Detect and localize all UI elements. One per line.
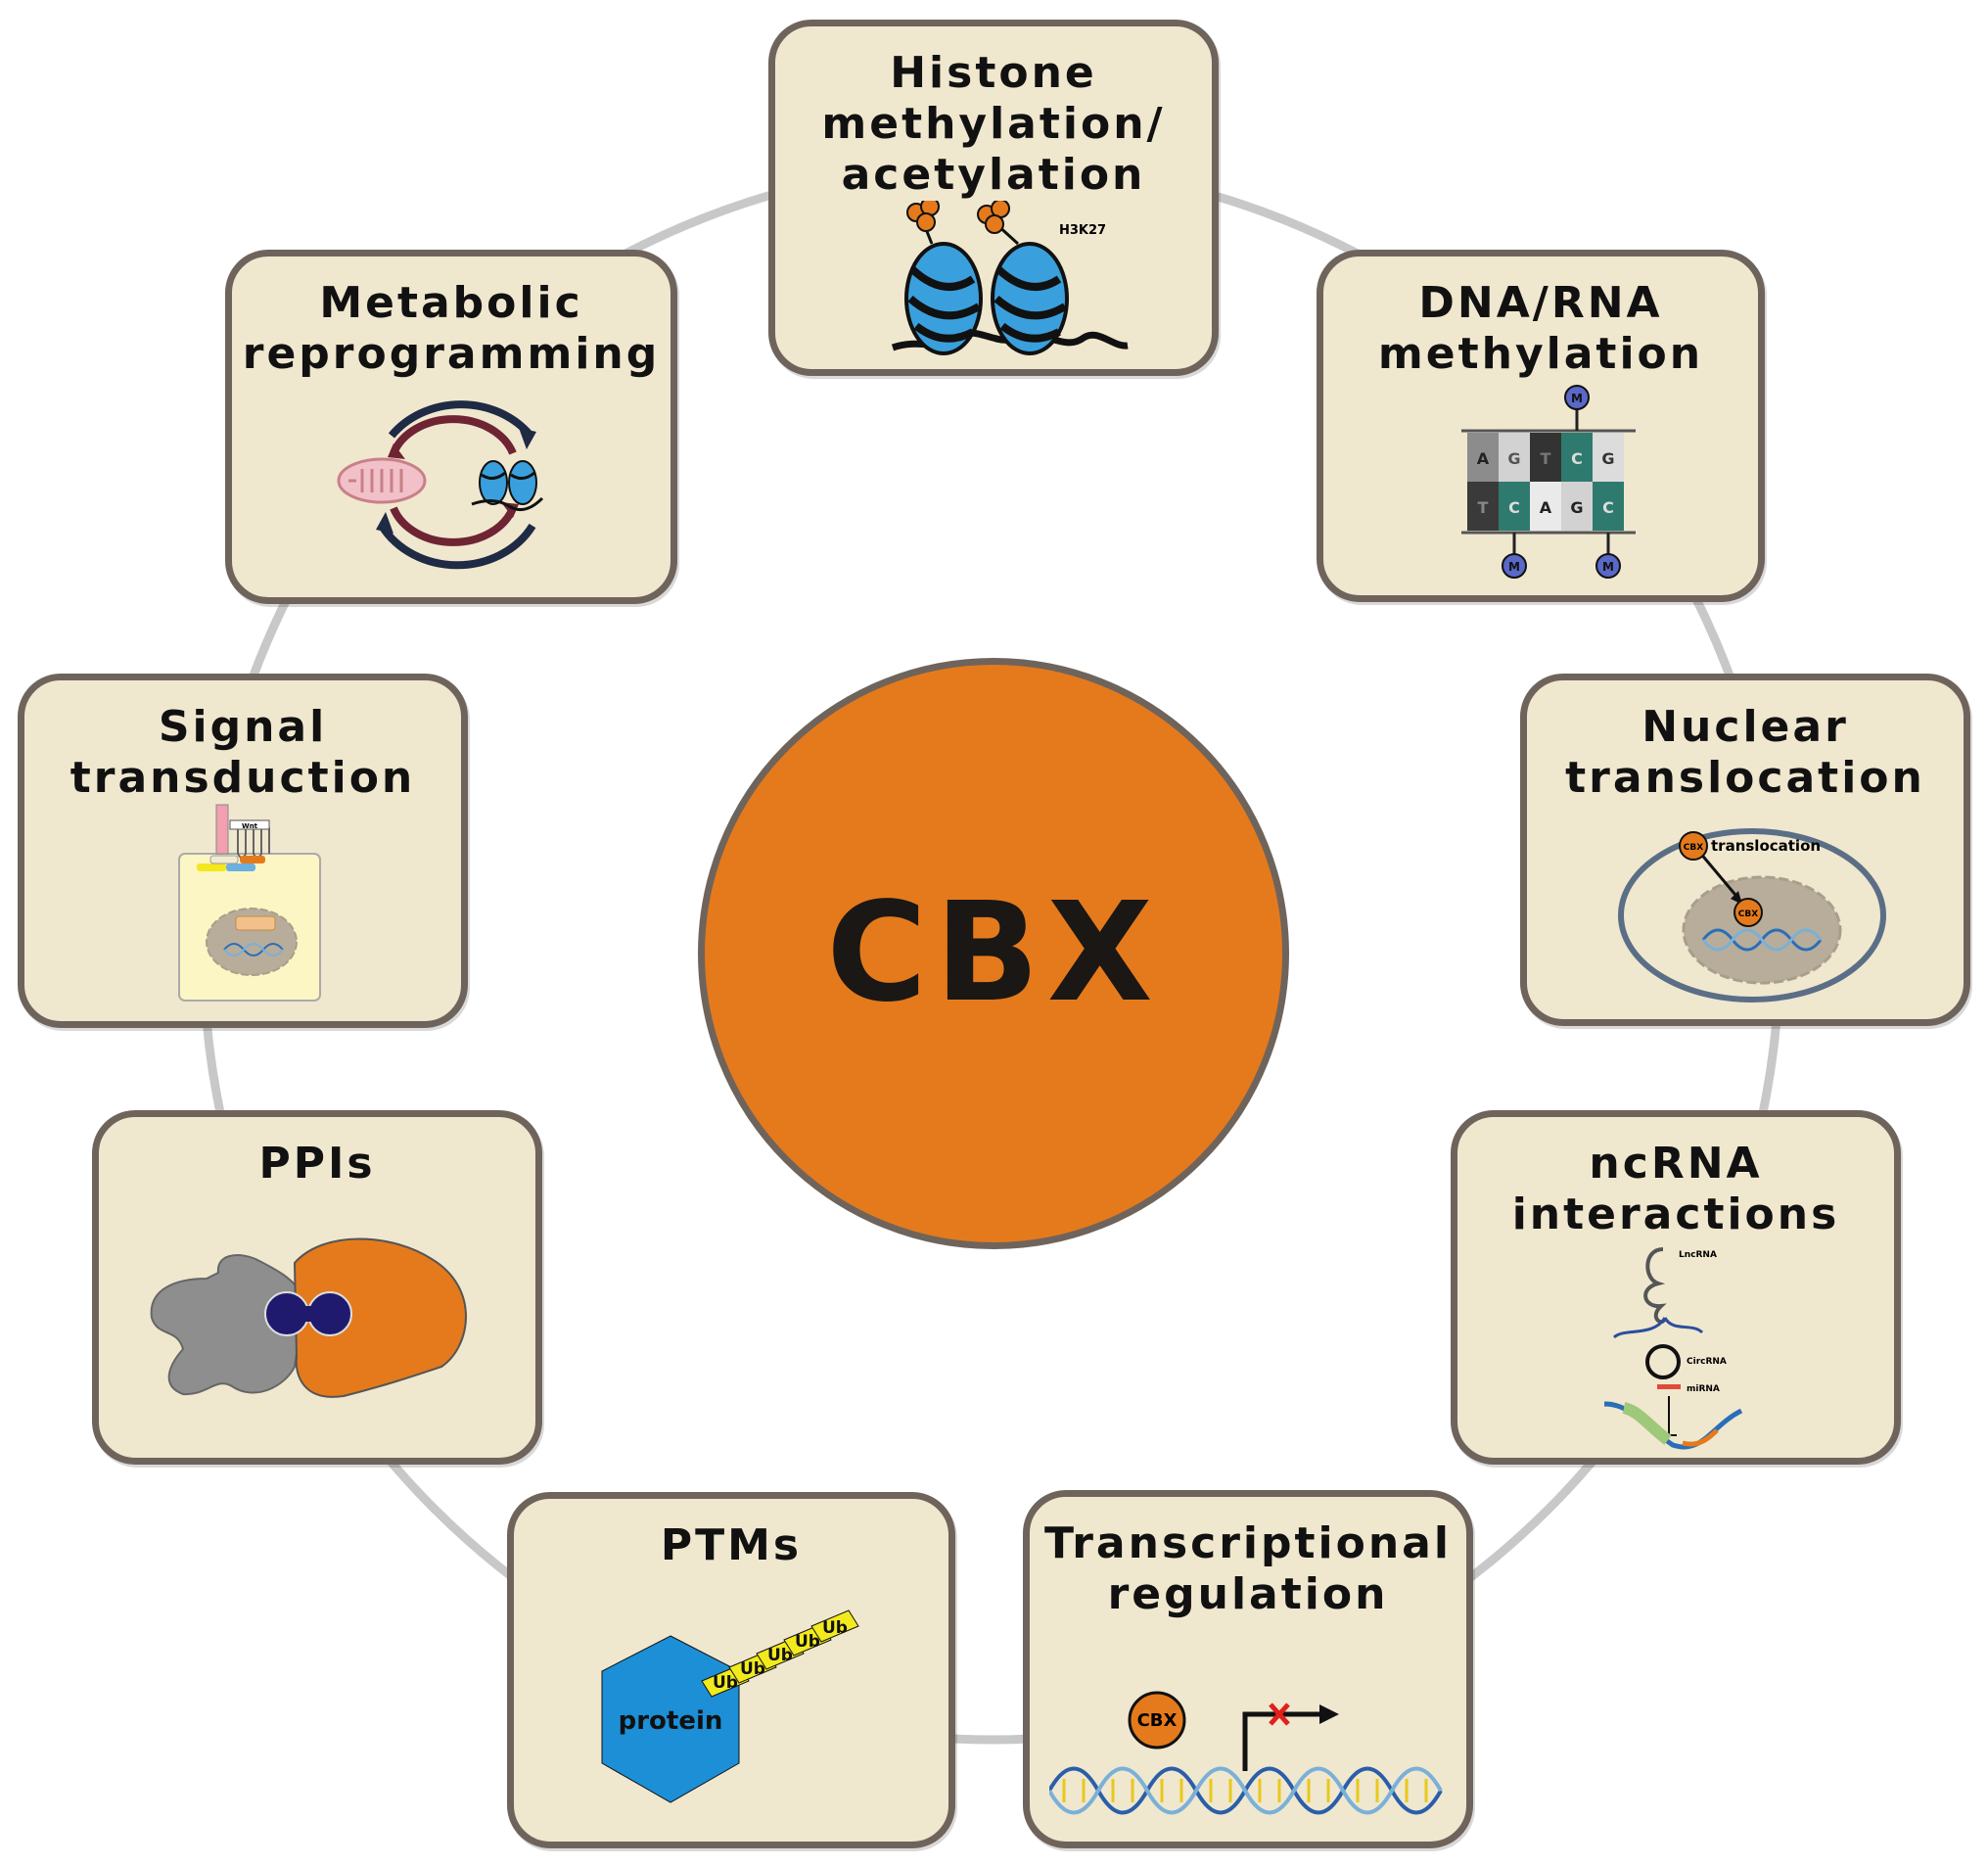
title-line: ncRNA [1589, 1139, 1763, 1189]
protein-interaction-icon [150, 1237, 467, 1398]
title-line: methylation [1377, 329, 1704, 379]
ub-label: Ub [713, 1673, 738, 1693]
title-line: Nuclear [1641, 702, 1849, 752]
node-title: Metabolic reprogramming [232, 278, 670, 380]
cbx-center-circle: CBX [698, 658, 1289, 1249]
node-title: ncRNA interactions [1457, 1139, 1894, 1240]
title-line: PTMs [660, 1520, 803, 1570]
base-label: G [1601, 449, 1614, 468]
title-line: Signal [158, 702, 328, 752]
ub-label: Ub [795, 1632, 820, 1652]
title-line: methylation/ [821, 99, 1166, 149]
me3-label: me3 [1006, 201, 1035, 202]
title-line: translocation [1565, 753, 1925, 803]
node-histone-methylation: Histone methylation/ acetylation me3 me3 [768, 20, 1219, 376]
methyl-mark: M [1571, 392, 1583, 405]
node-ptms: PTMs protein Ub Ub Ub Ub Ub [507, 1492, 955, 1848]
base-label: G [1570, 498, 1583, 517]
cbx-small-label: CBX [1738, 910, 1758, 919]
base-label: T [1478, 498, 1489, 517]
methylated-dna-icon: A G T C G T C A G C M M M [1461, 385, 1636, 579]
base-label: A [1540, 498, 1552, 517]
protein-label: protein [619, 1706, 723, 1736]
base-label: T [1541, 449, 1551, 468]
title-line: Transcriptional [1044, 1518, 1452, 1568]
title-line: interactions [1511, 1190, 1840, 1239]
ub-label: Ub [767, 1646, 793, 1665]
ubiquitinated-protein-icon: protein Ub Ub Ub Ub Ub [601, 1609, 859, 1803]
cbx-small-label: CBX [1684, 843, 1703, 853]
node-dna-rna-methylation: DNA/RNA methylation A G T C G T C A G C [1317, 250, 1765, 602]
title-line: transduction [69, 753, 416, 803]
ncrna-icon: LncRNA CircRNA miRNA [1604, 1247, 1743, 1450]
node-transcriptional-regulation: Transcriptional regulation CBX [1023, 1490, 1473, 1848]
node-signal-transduction: Signal transduction Wnt [18, 674, 468, 1028]
ub-label: Ub [740, 1659, 765, 1679]
title-line: Metabolic [319, 278, 583, 328]
title-line: Histone [890, 48, 1097, 98]
base-label: C [1571, 449, 1583, 468]
base-label: G [1507, 449, 1520, 468]
cbx-label: CBX [1137, 1710, 1178, 1731]
base-label: C [1602, 498, 1614, 517]
node-title: DNA/RNA methylation [1323, 278, 1758, 380]
title-line: PPIs [258, 1139, 376, 1189]
node-metabolic-reprogramming: Metabolic reprogramming [225, 250, 677, 604]
node-ppis: PPIs [92, 1110, 542, 1465]
ub-label: Ub [822, 1618, 848, 1638]
node-title: PPIs [99, 1139, 535, 1190]
base-label: A [1477, 449, 1490, 468]
node-title: PTMs [514, 1520, 948, 1571]
signaling-cell-icon: Wnt [178, 804, 321, 1002]
h3k27-label: H3K27 [1059, 223, 1106, 238]
nucleosome-icon: me3 me3 H3K27 [891, 201, 1129, 355]
node-title: Transcriptional regulation [1030, 1518, 1466, 1620]
title-line: regulation [1107, 1569, 1389, 1619]
title-line: DNA/RNA [1418, 278, 1663, 328]
node-nuclear-translocation: Nuclear translocation CBX CBX translocat… [1520, 674, 1970, 1026]
cell-nucleus-icon: CBX CBX translocation [1618, 828, 1886, 1003]
base-label: C [1508, 498, 1520, 517]
methyl-mark: M [1508, 560, 1520, 574]
node-title: Nuclear translocation [1527, 702, 1964, 804]
metabolic-cycle-icon [337, 400, 544, 570]
title-line: reprogramming [242, 329, 661, 379]
node-title: Signal transduction [24, 702, 461, 804]
methyl-mark: M [1602, 560, 1614, 574]
lncrna-label: LncRNA [1679, 1250, 1717, 1260]
transcription-icon: CBX [1049, 1691, 1443, 1815]
cbx-center-label: CBX [826, 873, 1161, 1033]
circrna-label: CircRNA [1687, 1357, 1727, 1367]
mirna-label: miRNA [1687, 1384, 1720, 1394]
title-line: acetylation [841, 150, 1146, 200]
node-ncrna-interactions: ncRNA interactions LncRNA CircRNA miRNA [1451, 1110, 1901, 1465]
translocation-label: translocation [1711, 837, 1821, 855]
node-title: Histone methylation/ acetylation [775, 48, 1212, 201]
wnt-label: Wnt [242, 822, 258, 830]
